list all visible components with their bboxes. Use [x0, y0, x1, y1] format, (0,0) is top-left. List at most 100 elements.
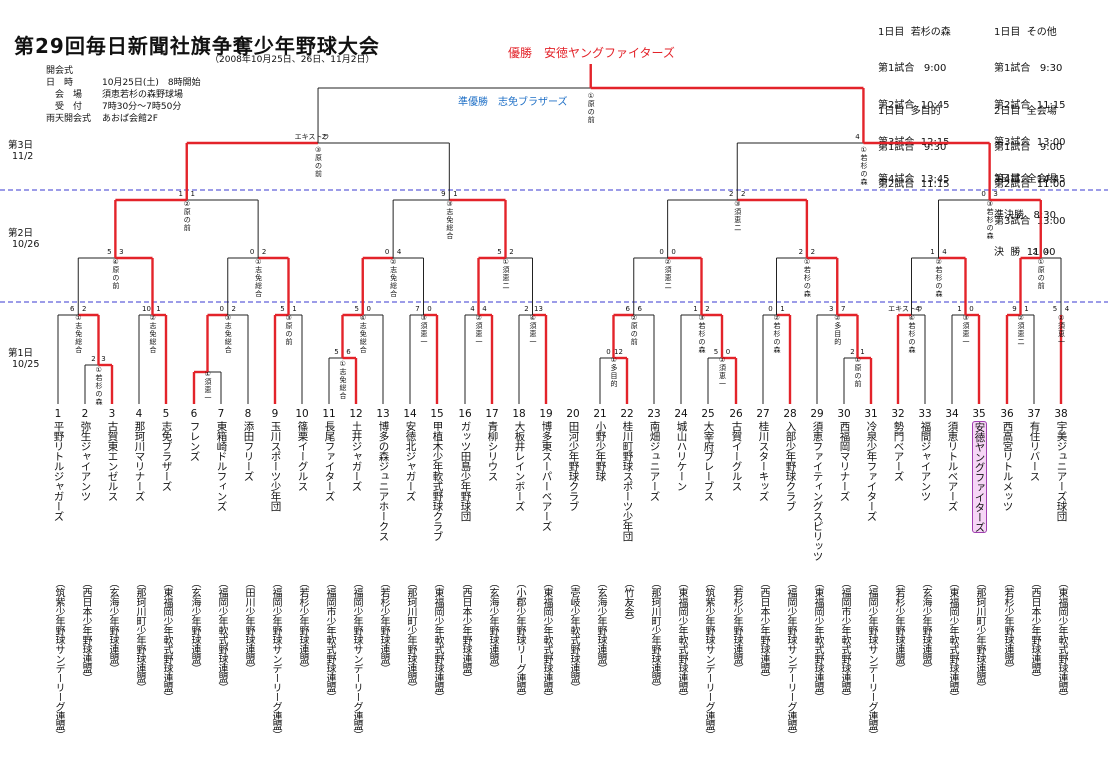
score-label: 2	[322, 133, 326, 141]
score-label: 0	[981, 190, 985, 198]
team-number: 37	[1027, 408, 1041, 420]
team-league: （西日本少年野球連盟）	[750, 578, 776, 683]
team-league: （東福岡少年軟式野球連盟）	[533, 578, 559, 702]
score-label: 4	[1045, 248, 1050, 256]
score-label: 5	[714, 348, 718, 356]
team-league: （玄海少年野球連盟）	[99, 578, 125, 673]
round-name: 第2日	[8, 228, 34, 239]
score-label: 1	[930, 248, 934, 256]
score-label: 5	[107, 248, 111, 256]
team-league: （西日本少年野球連盟）	[1021, 578, 1047, 683]
score-label: 12	[614, 348, 623, 356]
team-number: 31	[864, 408, 878, 420]
league-name: （那珂川町少年野球連盟）	[649, 578, 660, 692]
schedule-row: 第1試合 9:00	[878, 63, 947, 75]
score-label: 1	[191, 190, 195, 198]
schedule-row: 第2試合 11:15	[994, 100, 1066, 112]
team-number: 26	[729, 408, 743, 420]
team-number: 30	[837, 408, 851, 420]
team-league: （東福岡少年軟式野球連盟）	[939, 578, 965, 702]
team-number: 35	[972, 408, 986, 420]
opening-value: 10月25日(土) 8時開始	[102, 78, 201, 88]
team-number: 27	[756, 408, 770, 420]
score-label: 10	[142, 305, 151, 313]
round-date: 10/25	[12, 359, 40, 370]
league-name: （若杉少年野球連盟）	[893, 578, 904, 673]
team-number: 16	[458, 408, 472, 420]
team-number: 28	[783, 408, 797, 420]
team-league: （福岡少年野球サンデーリーグ連盟）	[262, 578, 288, 740]
score-label: 4	[915, 305, 920, 313]
team-number: 32	[891, 408, 905, 420]
team-name: 大宰府ブレーブス	[702, 421, 715, 501]
score-label: 2	[811, 248, 815, 256]
schedule-row: 第4試合 13:45	[878, 174, 950, 186]
team-number: 15	[430, 408, 444, 420]
score-label: 1	[693, 305, 697, 313]
team-league: （東福岡少年軟式野球連盟）	[804, 578, 830, 702]
schedule-row: 2日目 全会場	[994, 105, 1057, 117]
team-league: （福岡市少年軟式野球連盟）	[316, 578, 342, 702]
team-league: （福岡市少年軟式野球連盟）	[831, 578, 857, 702]
round-date: 11/2	[12, 151, 34, 162]
league-name: （西日本少年野球連盟）	[1029, 578, 1040, 683]
league-name: （福岡少年野球サンデーリーグ連盟）	[785, 578, 796, 740]
team-league: （若杉少年野球連盟）	[370, 578, 396, 673]
team-number: 21	[593, 408, 607, 420]
team-league: （竹友会）	[614, 578, 640, 626]
score-label: 6	[638, 305, 643, 313]
team-name: 玉川スポーツ少年団	[269, 421, 282, 511]
team-name: 須恵リトルベアーズ	[946, 421, 959, 511]
team-league: （那珂川町少年野球連盟）	[966, 578, 992, 692]
league-name: （若杉少年野球連盟）	[378, 578, 389, 673]
team-number: 23	[647, 408, 661, 420]
team-name: 古賀東エンゼルス	[106, 421, 119, 501]
team-league: （若杉少年野球連盟）	[994, 578, 1020, 673]
team-league: （東福岡少年軟式野球連盟）	[1048, 578, 1074, 702]
score-label: 2	[850, 348, 854, 356]
team-name: ガッツ田島少年野球団	[459, 421, 472, 521]
opening-label: 受 付	[46, 102, 83, 112]
team-league: （筑紫少年野球サンデーリーグ連盟）	[695, 578, 721, 740]
score-label: 2	[91, 355, 95, 363]
score-label: 1	[860, 348, 864, 356]
schedule-row: 1日目 若杉の森	[878, 26, 951, 38]
team-number: 25	[701, 408, 715, 420]
score-label: 0	[367, 305, 371, 313]
team-league: （西日本少年野球連盟）	[452, 578, 478, 683]
league-name: （福岡少年野球サンデーリーグ連盟）	[270, 578, 281, 740]
score-label: 2	[509, 248, 513, 256]
team-league: （筑紫少年野球サンデーリーグ連盟）	[45, 578, 71, 740]
league-name: （福岡少年軟式野球連盟）	[216, 578, 227, 692]
team-name: 西高宮リトルメッツ	[1001, 421, 1014, 511]
team-league: （那珂川町少年野球連盟）	[641, 578, 667, 692]
team-league: （玄海少年野球連盟）	[181, 578, 207, 673]
team-name: 土井ジャガーズ	[350, 421, 363, 491]
team-number: 9	[271, 408, 279, 420]
team-name: 小野少年野球	[594, 421, 607, 481]
schedule-row: 第2試合 11:00	[994, 179, 1066, 191]
team-league: （壱岐少年軟式野球連盟）	[560, 578, 586, 692]
